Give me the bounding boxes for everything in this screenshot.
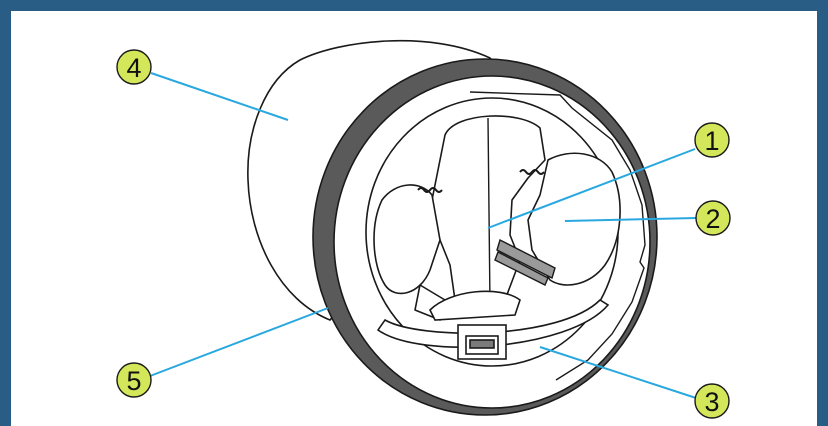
callout-5-label: 5	[126, 366, 141, 396]
callout-4: 4	[116, 49, 152, 85]
vanes	[373, 115, 621, 321]
callout-3-label: 3	[704, 387, 719, 417]
leader-1	[487, 148, 696, 229]
springs	[417, 169, 545, 193]
crescent-plate	[376, 290, 610, 360]
callout-1: 1	[694, 122, 730, 158]
callout-5: 5	[116, 362, 152, 398]
hinge-rods	[494, 238, 556, 286]
leader-2	[564, 217, 697, 222]
notched-lip	[469, 91, 646, 381]
callout-1-label: 1	[704, 126, 719, 156]
left-vane	[373, 184, 441, 295]
callout-4-label: 4	[126, 53, 141, 83]
leader-lines	[149, 72, 697, 399]
leader-5	[149, 307, 329, 377]
callout-3: 3	[694, 383, 730, 419]
leader-4	[150, 72, 289, 121]
callout-2-label: 2	[705, 204, 720, 234]
leader-3	[539, 346, 697, 399]
callout-2: 2	[695, 200, 731, 236]
